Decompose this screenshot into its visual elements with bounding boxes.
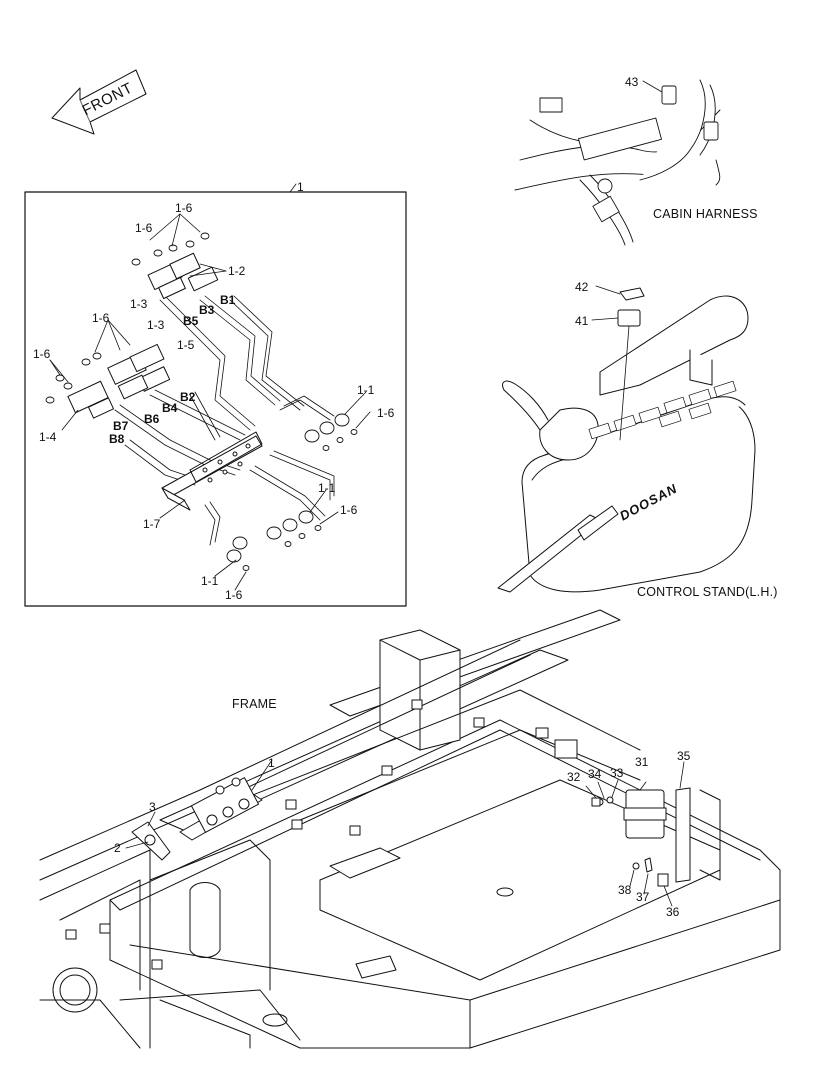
callout-38: 38 <box>618 883 632 897</box>
part-label: 1-1 <box>318 481 336 495</box>
control-stand-caption: CONTROL STAND(L.H.) <box>637 585 778 599</box>
part-label: 1-6 <box>135 221 153 235</box>
frame-caption: FRAME <box>232 697 277 711</box>
front-arrow-icon <box>52 70 146 134</box>
cabin-harness-caption: CABIN HARNESS <box>653 207 758 221</box>
cabin-harness <box>515 80 720 245</box>
callout-32: 32 <box>567 770 581 784</box>
port-label: B5 <box>183 314 199 328</box>
hose-routing-lines <box>115 296 334 545</box>
callout-3: 3 <box>149 800 156 814</box>
part-label: 1-6 <box>377 406 395 420</box>
port-label: B7 <box>113 419 129 433</box>
frame-valve-block <box>180 778 262 840</box>
port-label: B6 <box>144 412 160 426</box>
callout-1-frame: 1 <box>268 756 275 770</box>
part-label: 1-3 <box>147 318 165 332</box>
callout-31: 31 <box>635 755 649 769</box>
callout-37: 37 <box>636 890 650 904</box>
part-label: 1-3 <box>130 297 148 311</box>
control-stand <box>498 296 755 592</box>
part-label: 1-6 <box>175 201 193 215</box>
callout-35: 35 <box>677 749 691 763</box>
callout-43: 43 <box>625 75 639 89</box>
part-label: 1-7 <box>143 517 161 531</box>
part-label: 1-6 <box>33 347 51 361</box>
solenoid-group <box>586 762 684 906</box>
port-label: B1 <box>220 293 236 307</box>
callout-34: 34 <box>588 767 602 781</box>
part-label: 1-4 <box>39 430 57 444</box>
switch-parts <box>592 286 644 440</box>
part-label: 1-6 <box>92 311 110 325</box>
part-label: 1-6 <box>225 588 243 602</box>
callout-36: 36 <box>666 905 680 919</box>
port-label: B2 <box>180 390 196 404</box>
part-label: 1-5 <box>177 338 195 352</box>
mounting-plate <box>162 432 262 510</box>
part-label: 1-6 <box>340 503 358 517</box>
part-label: 1-1 <box>357 383 375 397</box>
part-label: 1-1 <box>201 574 219 588</box>
port-label: B4 <box>162 401 178 415</box>
detail-leader-lines <box>50 214 370 590</box>
port-label: B3 <box>199 303 215 317</box>
frame-fitting-2-3 <box>132 822 170 860</box>
callout-33: 33 <box>610 766 624 780</box>
callout-1-box: 1 <box>297 180 304 194</box>
port-label: B8 <box>109 432 125 446</box>
callout-2: 2 <box>114 841 121 855</box>
part-label: 1-2 <box>228 264 246 278</box>
detail-box <box>25 184 406 606</box>
callout-42: 42 <box>575 280 589 294</box>
callout-41: 41 <box>575 314 589 328</box>
valve-bodies <box>68 253 218 418</box>
